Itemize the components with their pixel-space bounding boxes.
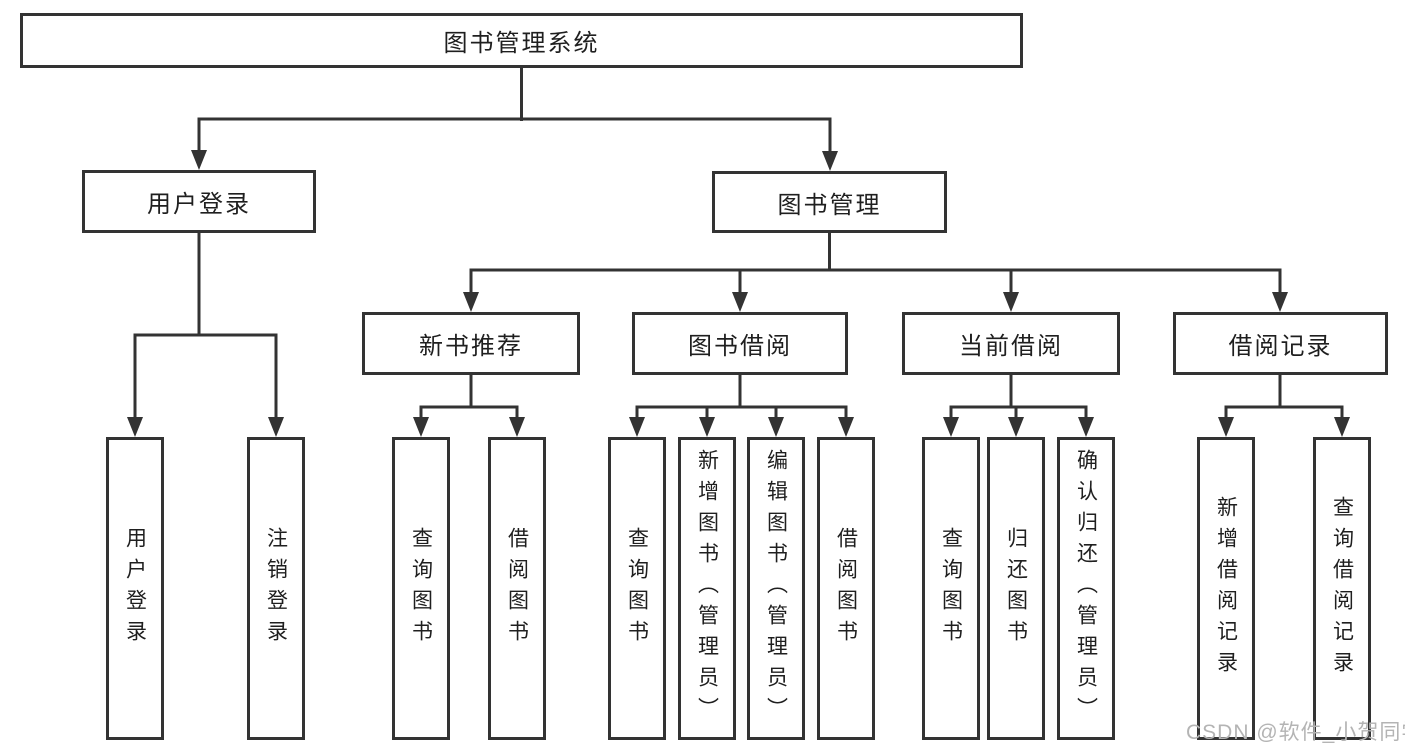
leaf-label: 用户登录 <box>123 526 147 651</box>
leaf-query-books-borrowing: 查询图书 <box>608 437 666 740</box>
leaf-label: 归还图书 <box>1004 526 1028 651</box>
node-book-borrowing: 图书借阅 <box>632 312 848 375</box>
leaf-return-books: 归还图书 <box>987 437 1045 740</box>
node-label: 图书管理系统 <box>443 30 600 57</box>
leaf-confirm-return-admin: 确认归还（管理员） <box>1057 437 1115 740</box>
node-current-borrowing: 当前借阅 <box>902 312 1120 375</box>
leaf-borrow-books-borrowing: 借阅图书 <box>817 437 875 740</box>
leaf-label: 查询图书 <box>625 526 649 651</box>
leaf-label: 借阅图书 <box>834 526 858 651</box>
node-label: 借阅记录 <box>1228 333 1333 360</box>
leaf-label: 借阅图书 <box>505 526 529 651</box>
leaf-query-books-current: 查询图书 <box>922 437 980 740</box>
leaf-label: 注销登录 <box>264 526 288 651</box>
leaf-query-borrow-record: 查询借阅记录 <box>1313 437 1371 740</box>
node-user-login: 用户登录 <box>82 170 316 233</box>
leaf-user-login: 用户登录 <box>106 437 164 740</box>
leaf-label: 查询图书 <box>409 526 433 651</box>
node-label: 图书借阅 <box>688 333 792 360</box>
node-library-management-system: 图书管理系统 <box>20 13 1023 68</box>
leaf-label: 新增借阅记录 <box>1214 495 1238 682</box>
node-label: 新书推荐 <box>419 333 523 360</box>
node-new-book-recommendation: 新书推荐 <box>362 312 580 375</box>
leaf-label: 新增图书（管理员） <box>695 449 719 728</box>
leaf-query-books-recommend: 查询图书 <box>392 437 450 740</box>
leaf-label: 确认归还（管理员） <box>1074 449 1098 728</box>
leaf-label: 编辑图书（管理员） <box>764 449 788 728</box>
leaf-label: 查询图书 <box>939 526 963 651</box>
leaf-borrow-books-recommend: 借阅图书 <box>488 437 546 740</box>
node-borrowing-records: 借阅记录 <box>1173 312 1388 375</box>
node-label: 当前借阅 <box>959 333 1063 360</box>
leaf-label: 查询借阅记录 <box>1330 495 1354 682</box>
leaf-edit-books-admin: 编辑图书（管理员） <box>747 437 805 740</box>
leaf-add-borrow-record: 新增借阅记录 <box>1197 437 1255 740</box>
leaf-add-books-admin: 新增图书（管理员） <box>678 437 736 740</box>
node-book-management: 图书管理 <box>712 171 947 233</box>
watermark-csdn: CSDN @软件_小贺同学 <box>1186 721 1405 744</box>
node-label: 用户登录 <box>147 191 251 218</box>
leaf-logout: 注销登录 <box>247 437 305 740</box>
node-label: 图书管理 <box>777 191 882 219</box>
